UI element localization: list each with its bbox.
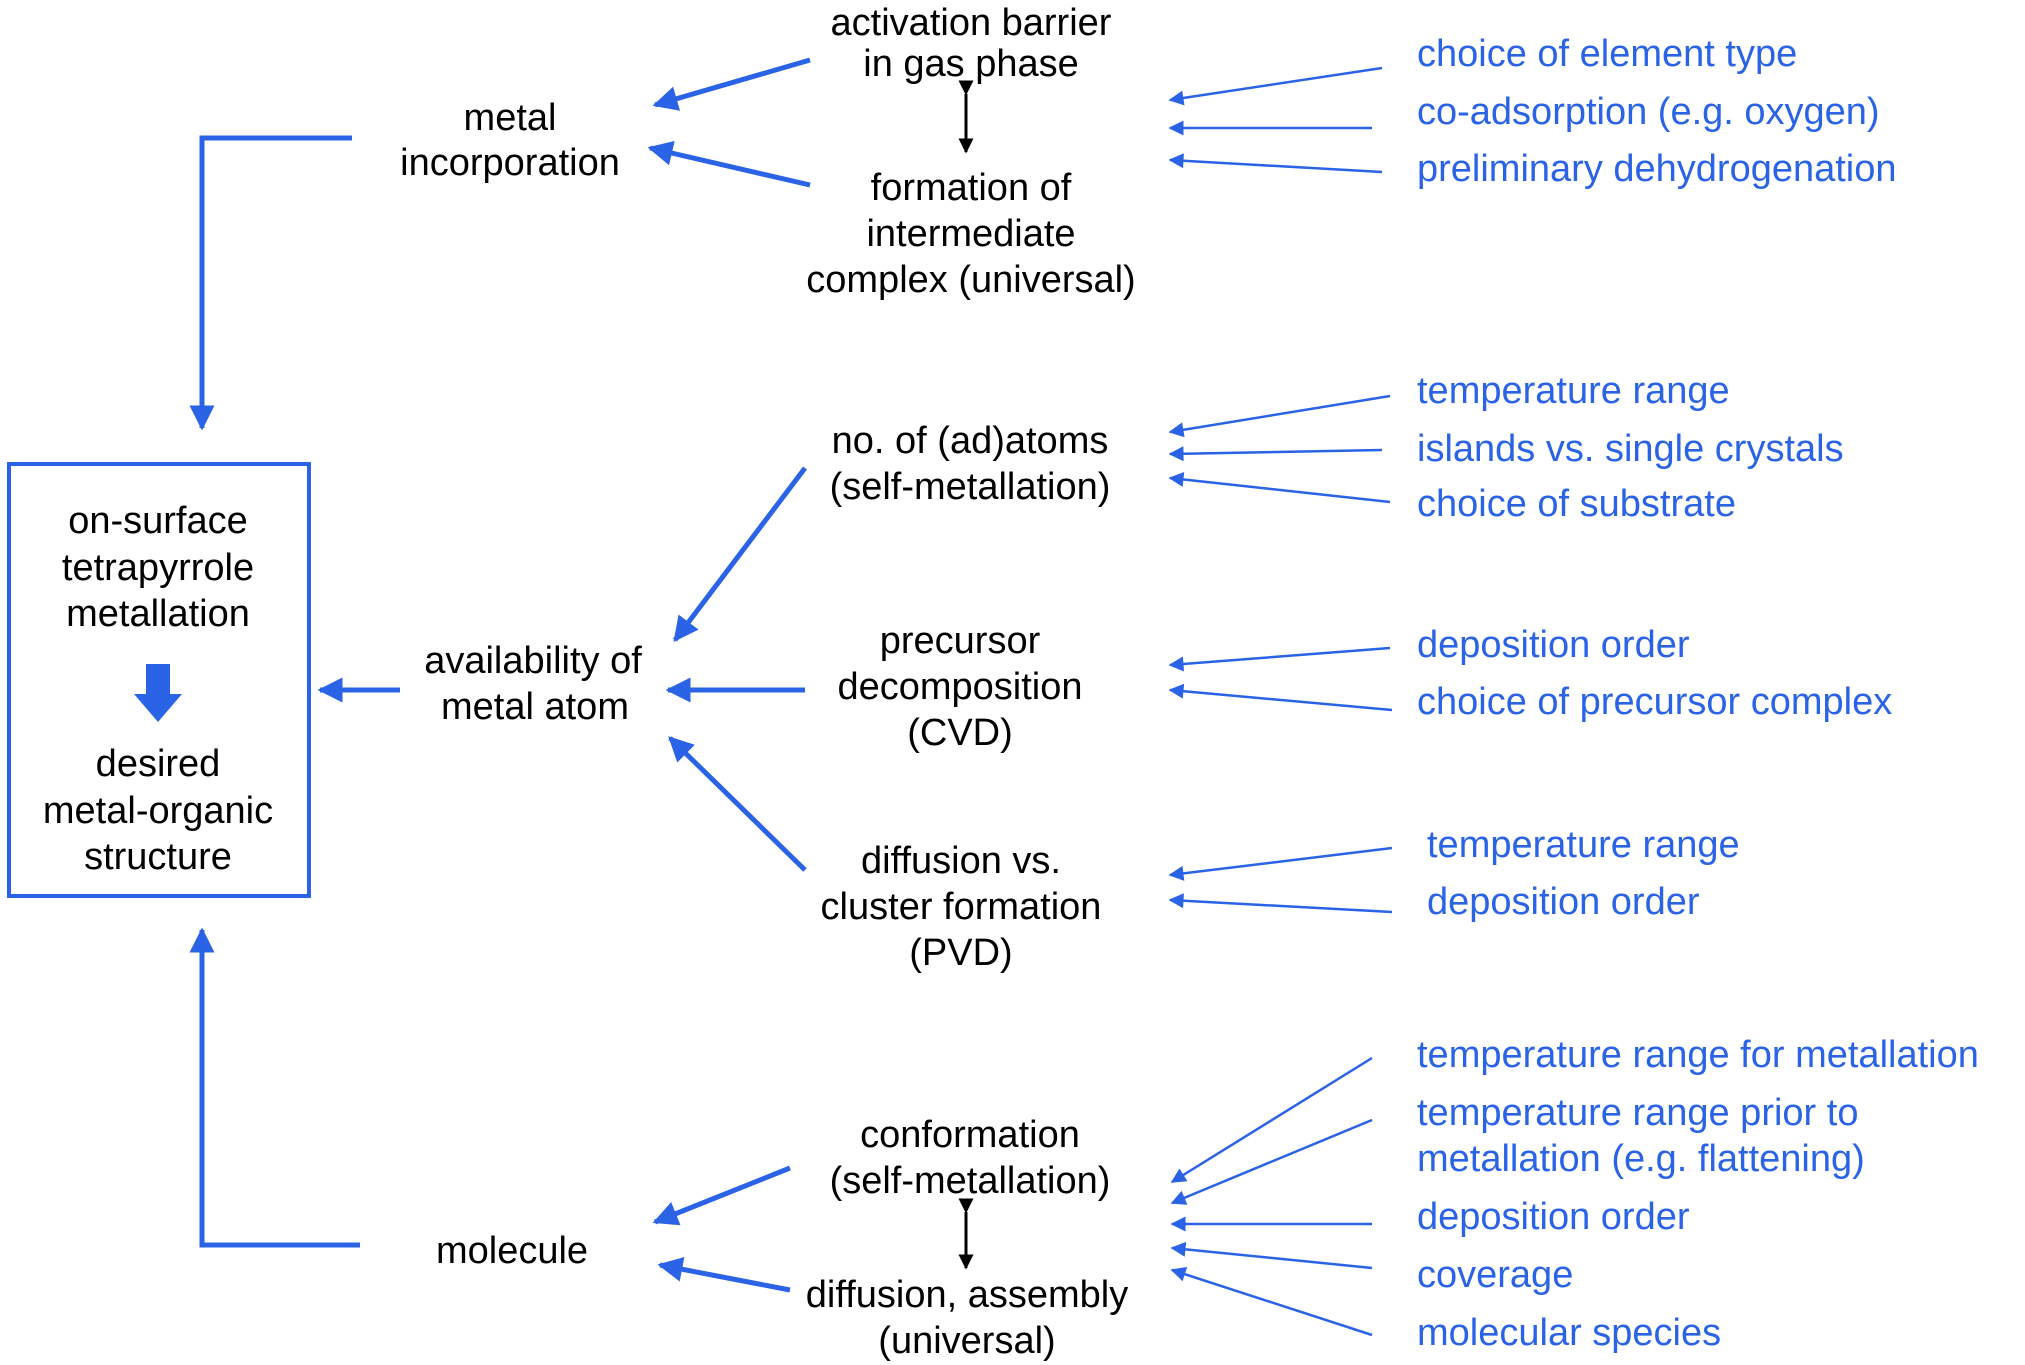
diffusion-cluster-line-1: diffusion vs. (861, 840, 1061, 882)
factor-g2-1: temperature range (1417, 370, 1730, 412)
factor-g5-5: coverage (1417, 1254, 1574, 1296)
factor-g5-2: temperature range prior to (1417, 1092, 1859, 1134)
activation-line-2: in gas phase (863, 43, 1079, 85)
category-metal-line-2: incorporation (400, 142, 620, 184)
precursor-line-1: precursor (879, 620, 1041, 662)
factor-g4-1: temperature range (1427, 824, 1740, 866)
diffusion-cluster-line-2: cluster formation (820, 886, 1102, 928)
connector-top (189, 135, 352, 431)
category-molecule: molecule (435, 1230, 589, 1272)
adatoms-line-1: no. of (ad)atoms (831, 420, 1109, 462)
factor-g4-2: deposition order (1427, 881, 1700, 923)
precursor-line-2: decomposition (837, 666, 1083, 708)
central-line-6: structure (84, 836, 232, 878)
factor-g5-3: metallation (e.g. flattening) (1417, 1138, 1865, 1180)
diffusion-assembly-line-1: diffusion, assembly (805, 1274, 1129, 1316)
adatoms-line-2: (self-metallation) (829, 466, 1111, 508)
formation-line-2: intermediate (866, 213, 1076, 255)
factor-g2-2: islands vs. single crystals (1417, 428, 1844, 470)
central-line-1: on-surface (68, 500, 248, 542)
central-line-2: tetrapyrrole (61, 547, 255, 589)
diffusion-assembly-line-2: (universal) (878, 1320, 1056, 1362)
central-line-5: metal-organic (42, 790, 274, 832)
factor-g3-2: choice of precursor complex (1417, 681, 1893, 723)
down-arrow-inner (134, 664, 182, 722)
factor-g1-3: preliminary dehydrogenation (1417, 148, 1897, 190)
conformation-line-2: (self-metallation) (829, 1160, 1111, 1202)
conformation-line-1: conformation (860, 1114, 1080, 1156)
central-box (7, 462, 311, 898)
central-line-4: desired (95, 743, 221, 785)
factor-g1-2: co-adsorption (e.g. oxygen) (1417, 91, 1880, 133)
category-metal-line-1: metal (463, 97, 557, 139)
formation-line-1: formation of (870, 167, 1072, 209)
category-availability-line-1: availability of (424, 640, 642, 682)
central-line-3: metallation (66, 593, 250, 635)
factor-g1-1: choice of element type (1417, 33, 1798, 75)
activation-line-1: activation barrier (830, 2, 1112, 44)
factor-g2-3: choice of substrate (1417, 483, 1736, 525)
factor-g5-6: molecular species (1417, 1312, 1722, 1354)
factor-g3-1: deposition order (1417, 624, 1690, 666)
formation-line-3: complex (universal) (806, 259, 1136, 301)
diffusion-cluster-line-3: (PVD) (909, 932, 1013, 974)
category-availability-line-2: metal atom (441, 686, 629, 728)
connector-bottom (189, 927, 360, 1248)
precursor-line-3: (CVD) (907, 712, 1013, 754)
factor-g5-4: deposition order (1417, 1196, 1690, 1238)
factor-g5-1: temperature range for metallation (1417, 1034, 1979, 1076)
